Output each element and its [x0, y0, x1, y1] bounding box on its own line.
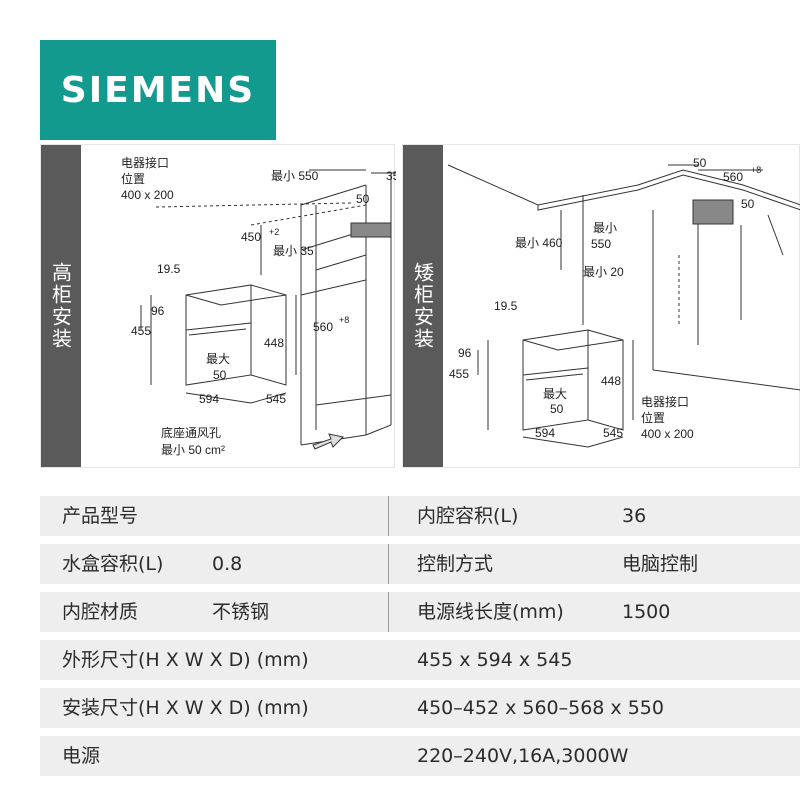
- spec-key: 内腔材质: [62, 601, 139, 623]
- spec-row: 电源 220–240V,16A,3000W: [40, 736, 800, 776]
- socket-label-line3: 400 x 200: [121, 188, 174, 202]
- dim-min-550: 最小 550: [271, 169, 319, 183]
- tall-cabinet-label: 高柜安装: [41, 145, 81, 467]
- dim-50-right: 50: [741, 197, 755, 211]
- socket-label-line3: 400 x 200: [641, 427, 694, 441]
- spec-value: 不锈钢: [212, 601, 270, 623]
- spec-value: 36: [622, 505, 647, 527]
- spec-value: 455 x 594 x 545: [417, 649, 573, 671]
- spec-key: 内腔容积(L): [417, 505, 519, 527]
- dim-448: 448: [601, 374, 621, 388]
- dim-min-20: 最小 20: [583, 265, 624, 279]
- spec-row: 产品型号 内腔容积(L) 36: [40, 496, 800, 536]
- socket-label-line1: 电器接口: [121, 155, 169, 170]
- spec-key: 电源: [62, 745, 101, 767]
- divider: [388, 496, 389, 536]
- dim-545: 545: [266, 392, 286, 406]
- spec-key: 控制方式: [417, 553, 494, 575]
- siemens-logo: SIEMENS: [40, 40, 276, 140]
- dim-594: 594: [535, 426, 555, 440]
- spec-row: 内腔材质 不锈钢 电源线长度(mm) 1500: [40, 592, 800, 632]
- dim-50-top: 50: [356, 192, 370, 206]
- spec-value: 450–452 x 560–568 x 550: [417, 697, 664, 719]
- spec-table: 产品型号 内腔容积(L) 36 水盒容积(L) 0.8 控制方式 电脑控制 内腔…: [40, 496, 800, 784]
- dim-545: 545: [603, 426, 623, 440]
- dim-560: 560: [313, 320, 333, 334]
- tall-cabinet-diagram: 高柜安装: [40, 144, 396, 468]
- dim-max-50: 50: [213, 368, 227, 382]
- spec-key: 外形尺寸(H X W X D) (mm): [62, 649, 309, 671]
- socket-label-line1: 电器接口: [641, 394, 689, 409]
- tall-cabinet-drawing: 电器接口 位置 400 x 200 最小 550 35 50 450 +2 50…: [121, 155, 396, 457]
- socket-label-line2: 位置: [641, 410, 665, 425]
- dim-455: 455: [131, 324, 151, 338]
- socket-label-line2: 位置: [121, 171, 145, 186]
- low-cabinet-drawing: 50 560 +8 50 最小 550 最小 460 最小 20 19.5 96…: [447, 156, 800, 448]
- dim-max-label: 最大: [206, 352, 230, 366]
- spec-key: 产品型号: [62, 505, 139, 527]
- dim-min-460: 最小 460: [515, 236, 563, 250]
- spec-row: 水盒容积(L) 0.8 控制方式 电脑控制: [40, 544, 800, 584]
- dim-19-5: 19.5: [494, 299, 518, 313]
- dim-96: 96: [458, 346, 472, 360]
- dim-448: 448: [264, 336, 284, 350]
- dim-560: 560: [723, 170, 743, 184]
- low-cabinet-label: 矮柜安装: [403, 145, 443, 467]
- dim-594: 594: [199, 392, 219, 406]
- dim-min-550: 550: [591, 237, 611, 251]
- dim-560-sup: +8: [339, 315, 349, 325]
- spec-row: 外形尺寸(H X W X D) (mm) 455 x 594 x 545: [40, 640, 800, 680]
- vent-label-line1: 底座通风孔: [161, 425, 221, 440]
- spec-value: 220–240V,16A,3000W: [417, 745, 629, 767]
- divider: [388, 592, 389, 632]
- spec-key: 水盒容积(L): [62, 553, 164, 575]
- vent-label-line2: 最小 50 cm²: [161, 443, 225, 457]
- dim-min-label: 最小: [593, 221, 617, 235]
- dim-450-sup: +2: [269, 227, 279, 237]
- spec-key: 电源线长度(mm): [417, 601, 564, 623]
- dim-35: 35: [386, 169, 396, 183]
- dim-min-35: 最小 35: [273, 244, 314, 258]
- low-cabinet-diagram: 矮柜安装: [402, 144, 800, 468]
- dim-450: 450: [241, 230, 261, 244]
- dim-19-5: 19.5: [157, 262, 181, 276]
- spec-value: 1500: [622, 601, 671, 623]
- dim-max-label: 最大: [543, 387, 567, 401]
- spec-value: 电脑控制: [622, 553, 699, 575]
- dim-96: 96: [151, 304, 165, 318]
- spec-value: 0.8: [212, 553, 243, 575]
- dim-455: 455: [449, 367, 469, 381]
- spec-row: 安装尺寸(H X W X D) (mm) 450–452 x 560–568 x…: [40, 688, 800, 728]
- dim-50-top: 50: [693, 156, 707, 170]
- divider: [388, 544, 389, 584]
- dim-560-sup: +8: [751, 165, 761, 175]
- logo-text: SIEMENS: [60, 69, 256, 111]
- dim-max-50: 50: [550, 402, 564, 416]
- spec-key: 安装尺寸(H X W X D) (mm): [62, 697, 309, 719]
